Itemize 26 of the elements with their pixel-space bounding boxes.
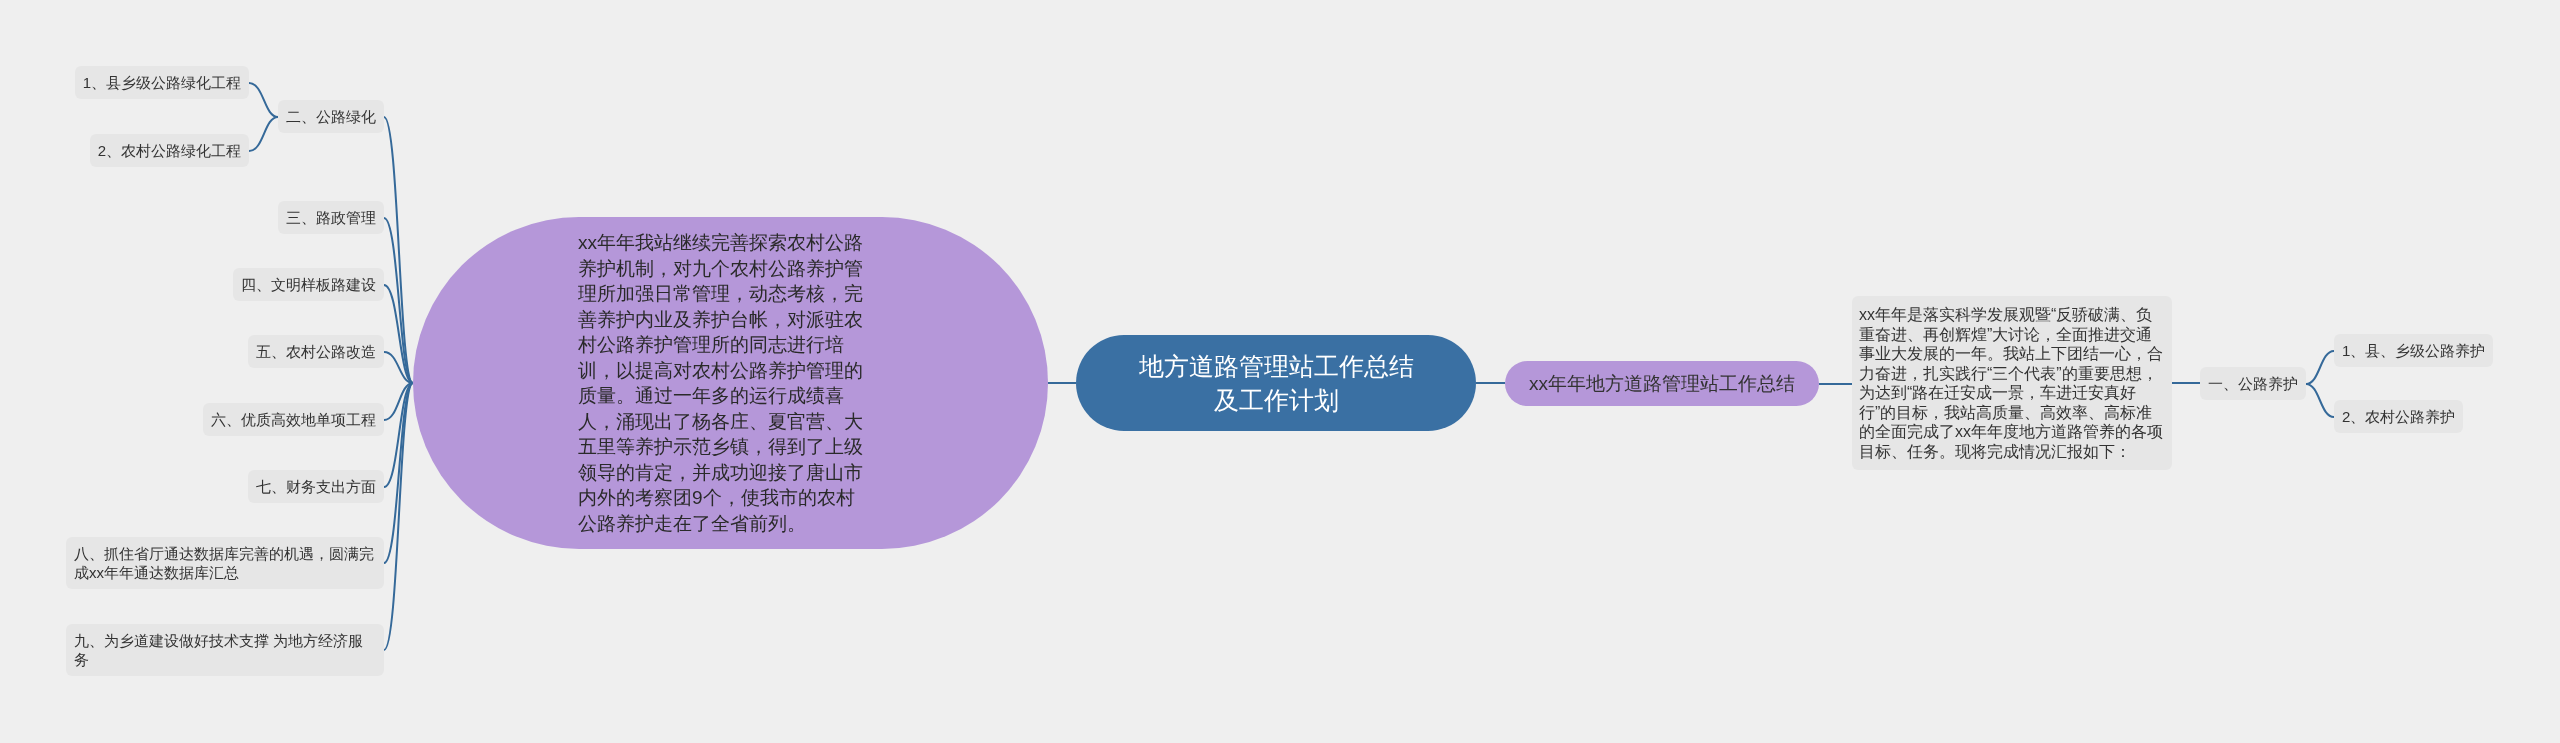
connector-line bbox=[1818, 383, 1853, 385]
connector-line bbox=[248, 116, 279, 152]
topic-box: 四、文明样板路建设 bbox=[233, 267, 384, 301]
paragraph-box: xx年年是落实科学发展观暨“反骄破满、负重奋进、再创辉煌”大讨论，全面推进交通事业大发展的一年。我站上下团结一心，合力奋进，扎实践行“三个代表”的重要思想，为达到“路在迁安成一景，车进迁安真好行”的目标，我站高质量、高效率、高标准的全面完成了xx年年度地方道路管养的各项目标、任务。现将完成情况汇报如下： bbox=[1852, 296, 2172, 470]
topic-box: 五、农村公路改造 bbox=[248, 334, 384, 368]
topic-box: 一、公路养护 bbox=[2200, 366, 2306, 400]
connector-line bbox=[2305, 350, 2335, 385]
connector-line bbox=[1475, 382, 1506, 384]
topic-box: 1、县乡级公路绿化工程 bbox=[74, 65, 249, 99]
subtopic-pill: xx年年地方道路管理站工作总结 bbox=[1505, 360, 1819, 406]
connector-line bbox=[2305, 383, 2335, 418]
connector-line bbox=[248, 82, 279, 118]
connector-line bbox=[1047, 382, 1077, 384]
topic-box: 三、路政管理 bbox=[278, 200, 384, 234]
central-topic-pill: 地方道路管理站工作总结及工作计划 bbox=[1076, 335, 1476, 431]
connector-line bbox=[383, 116, 414, 384]
connector-line bbox=[2171, 382, 2201, 384]
topic-box: 2、农村公路绿化工程 bbox=[89, 133, 249, 167]
topic-box: 七、财务支出方面 bbox=[248, 469, 384, 503]
topic-box: 2、农村公路养护 bbox=[2334, 399, 2464, 433]
connector-line bbox=[383, 382, 414, 651]
topic-box: 六、优质高效地单项工程 bbox=[203, 402, 384, 436]
topic-box: 八、抓住省厅通达数据库完善的机遇，圆满完成xx年年通达数据库汇总 bbox=[66, 537, 384, 589]
topic-box: 九、为乡道建设做好技术支撑 为地方经济服务 bbox=[66, 624, 384, 676]
topic-box: 二、公路绿化 bbox=[278, 99, 384, 133]
topic-box: 1、县、乡级公路养护 bbox=[2334, 333, 2494, 367]
